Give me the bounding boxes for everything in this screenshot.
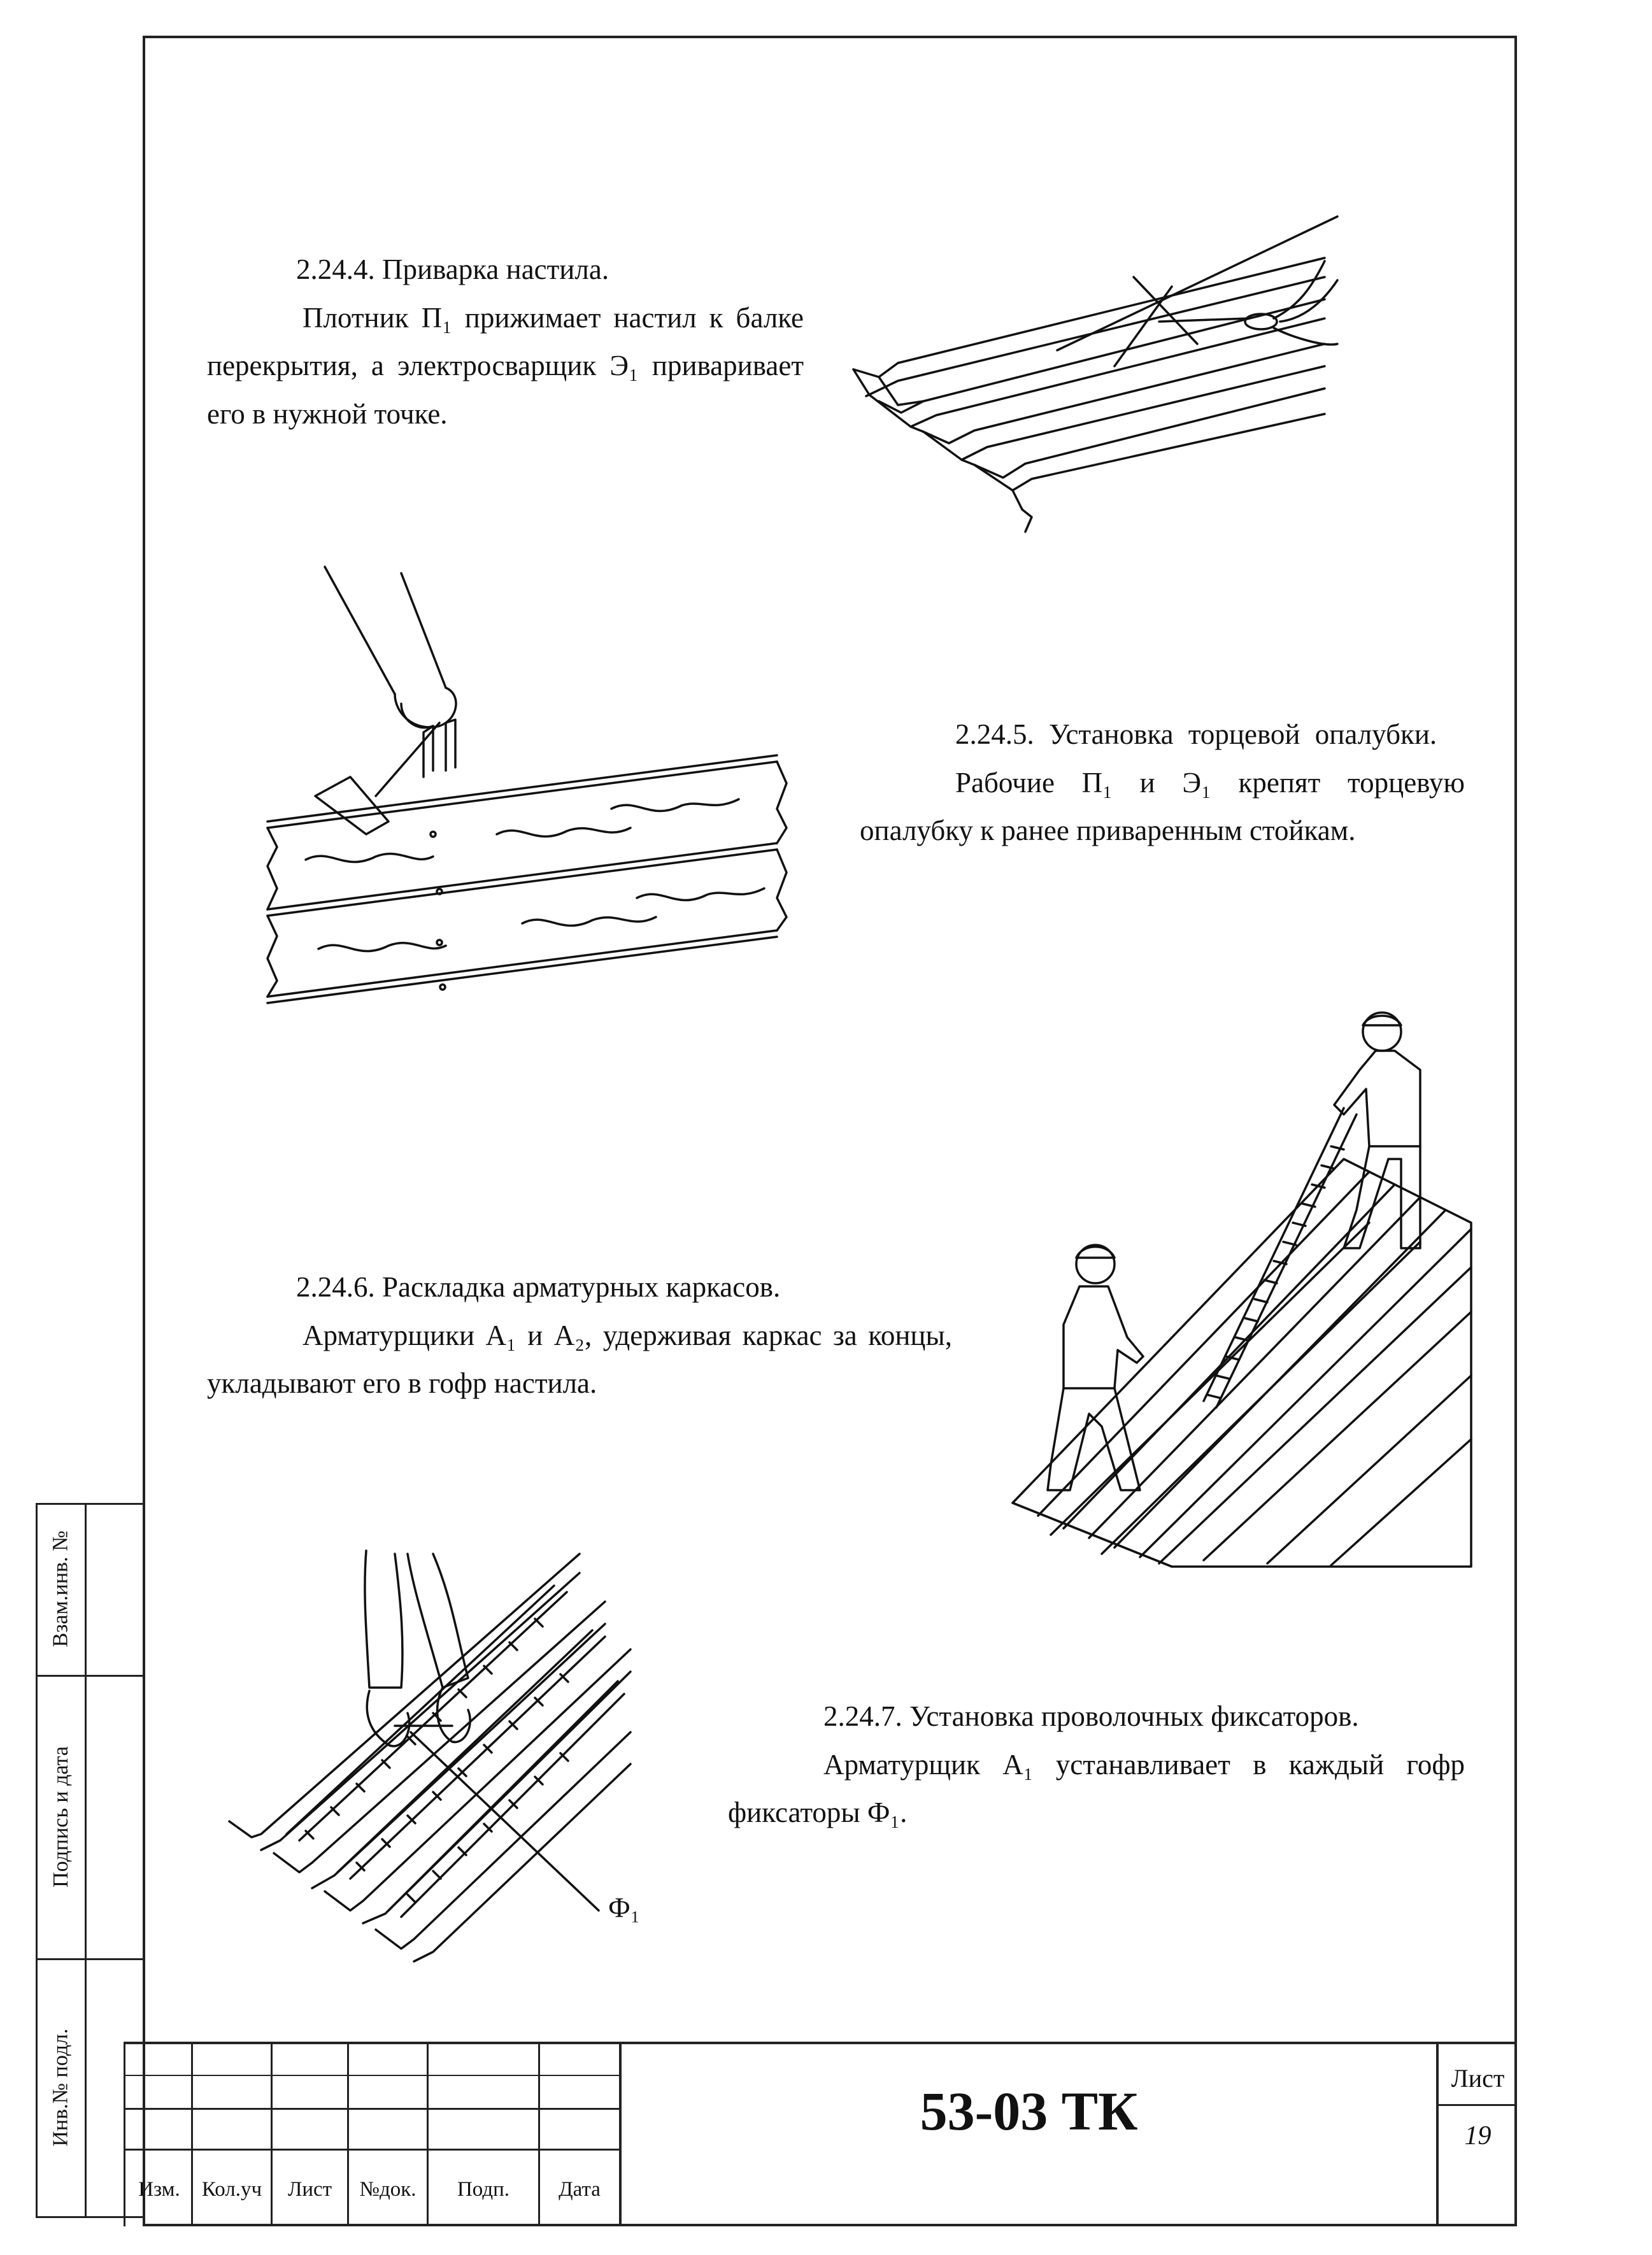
page-frame [143,36,1517,2226]
formwork-illustration [266,566,788,1004]
section-heading: 2.24.5. Установка торцевой опалубки. [955,718,1437,750]
deck-welding-illustration [852,215,1339,533]
section-heading: 2.24.4. Приварка настила. [296,253,609,285]
section-text: Рабочие П₁ и Э₁ крепят торцевую опалубку… [860,766,1465,847]
reinforcement-laying-illustration [1011,1011,1472,1568]
section-2-24-4: 2.24.4. Приварка настила. Плотник П₁ при… [207,246,804,438]
section-heading: 2.24.6. Раскладка арматурных каркасов. [296,1271,781,1303]
col-izm: Изм. [138,2178,180,2201]
col-kol-uch: Кол.уч [201,2178,262,2201]
sheet-number: 19 [1464,2121,1492,2151]
inv-podl-label: Инв.№ подл. [49,2028,73,2147]
col-data: Дата [559,2178,601,2201]
sheet-label: Лист [1451,2064,1505,2093]
section-text: Арматурщики А₁ и А₂, удерживая каркас за… [207,1319,952,1400]
section-2-24-6: 2.24.6. Раскладка арматурных каркасов. А… [207,1263,952,1408]
document-code: 53-03 ТК [920,2081,1138,2142]
section-heading: 2.24.7. Установка проволочных фиксаторов… [823,1700,1359,1732]
section-text: Арматурщик А₁ устанавливает в каждый гоф… [728,1748,1465,1829]
section-2-24-5: 2.24.5. Установка торцевой опалубки. Раб… [860,711,1465,855]
col-podp: Подп. [457,2178,510,2201]
fixator-installation-illustration [228,1549,632,1963]
vzam-inv-label: Взам.инв. № [49,1530,73,1647]
col-list: Лист [287,2178,332,2201]
section-text: Плотник П₁ прижимает настил к балке пере… [207,301,804,430]
col-ndok: №док. [359,2178,417,2201]
fixator-label: Ф₁ [608,1892,641,1923]
section-2-24-7: 2.24.7. Установка проволочных фиксаторов… [728,1693,1465,1837]
podpis-data-label: Подпись и дата [49,1746,73,1888]
